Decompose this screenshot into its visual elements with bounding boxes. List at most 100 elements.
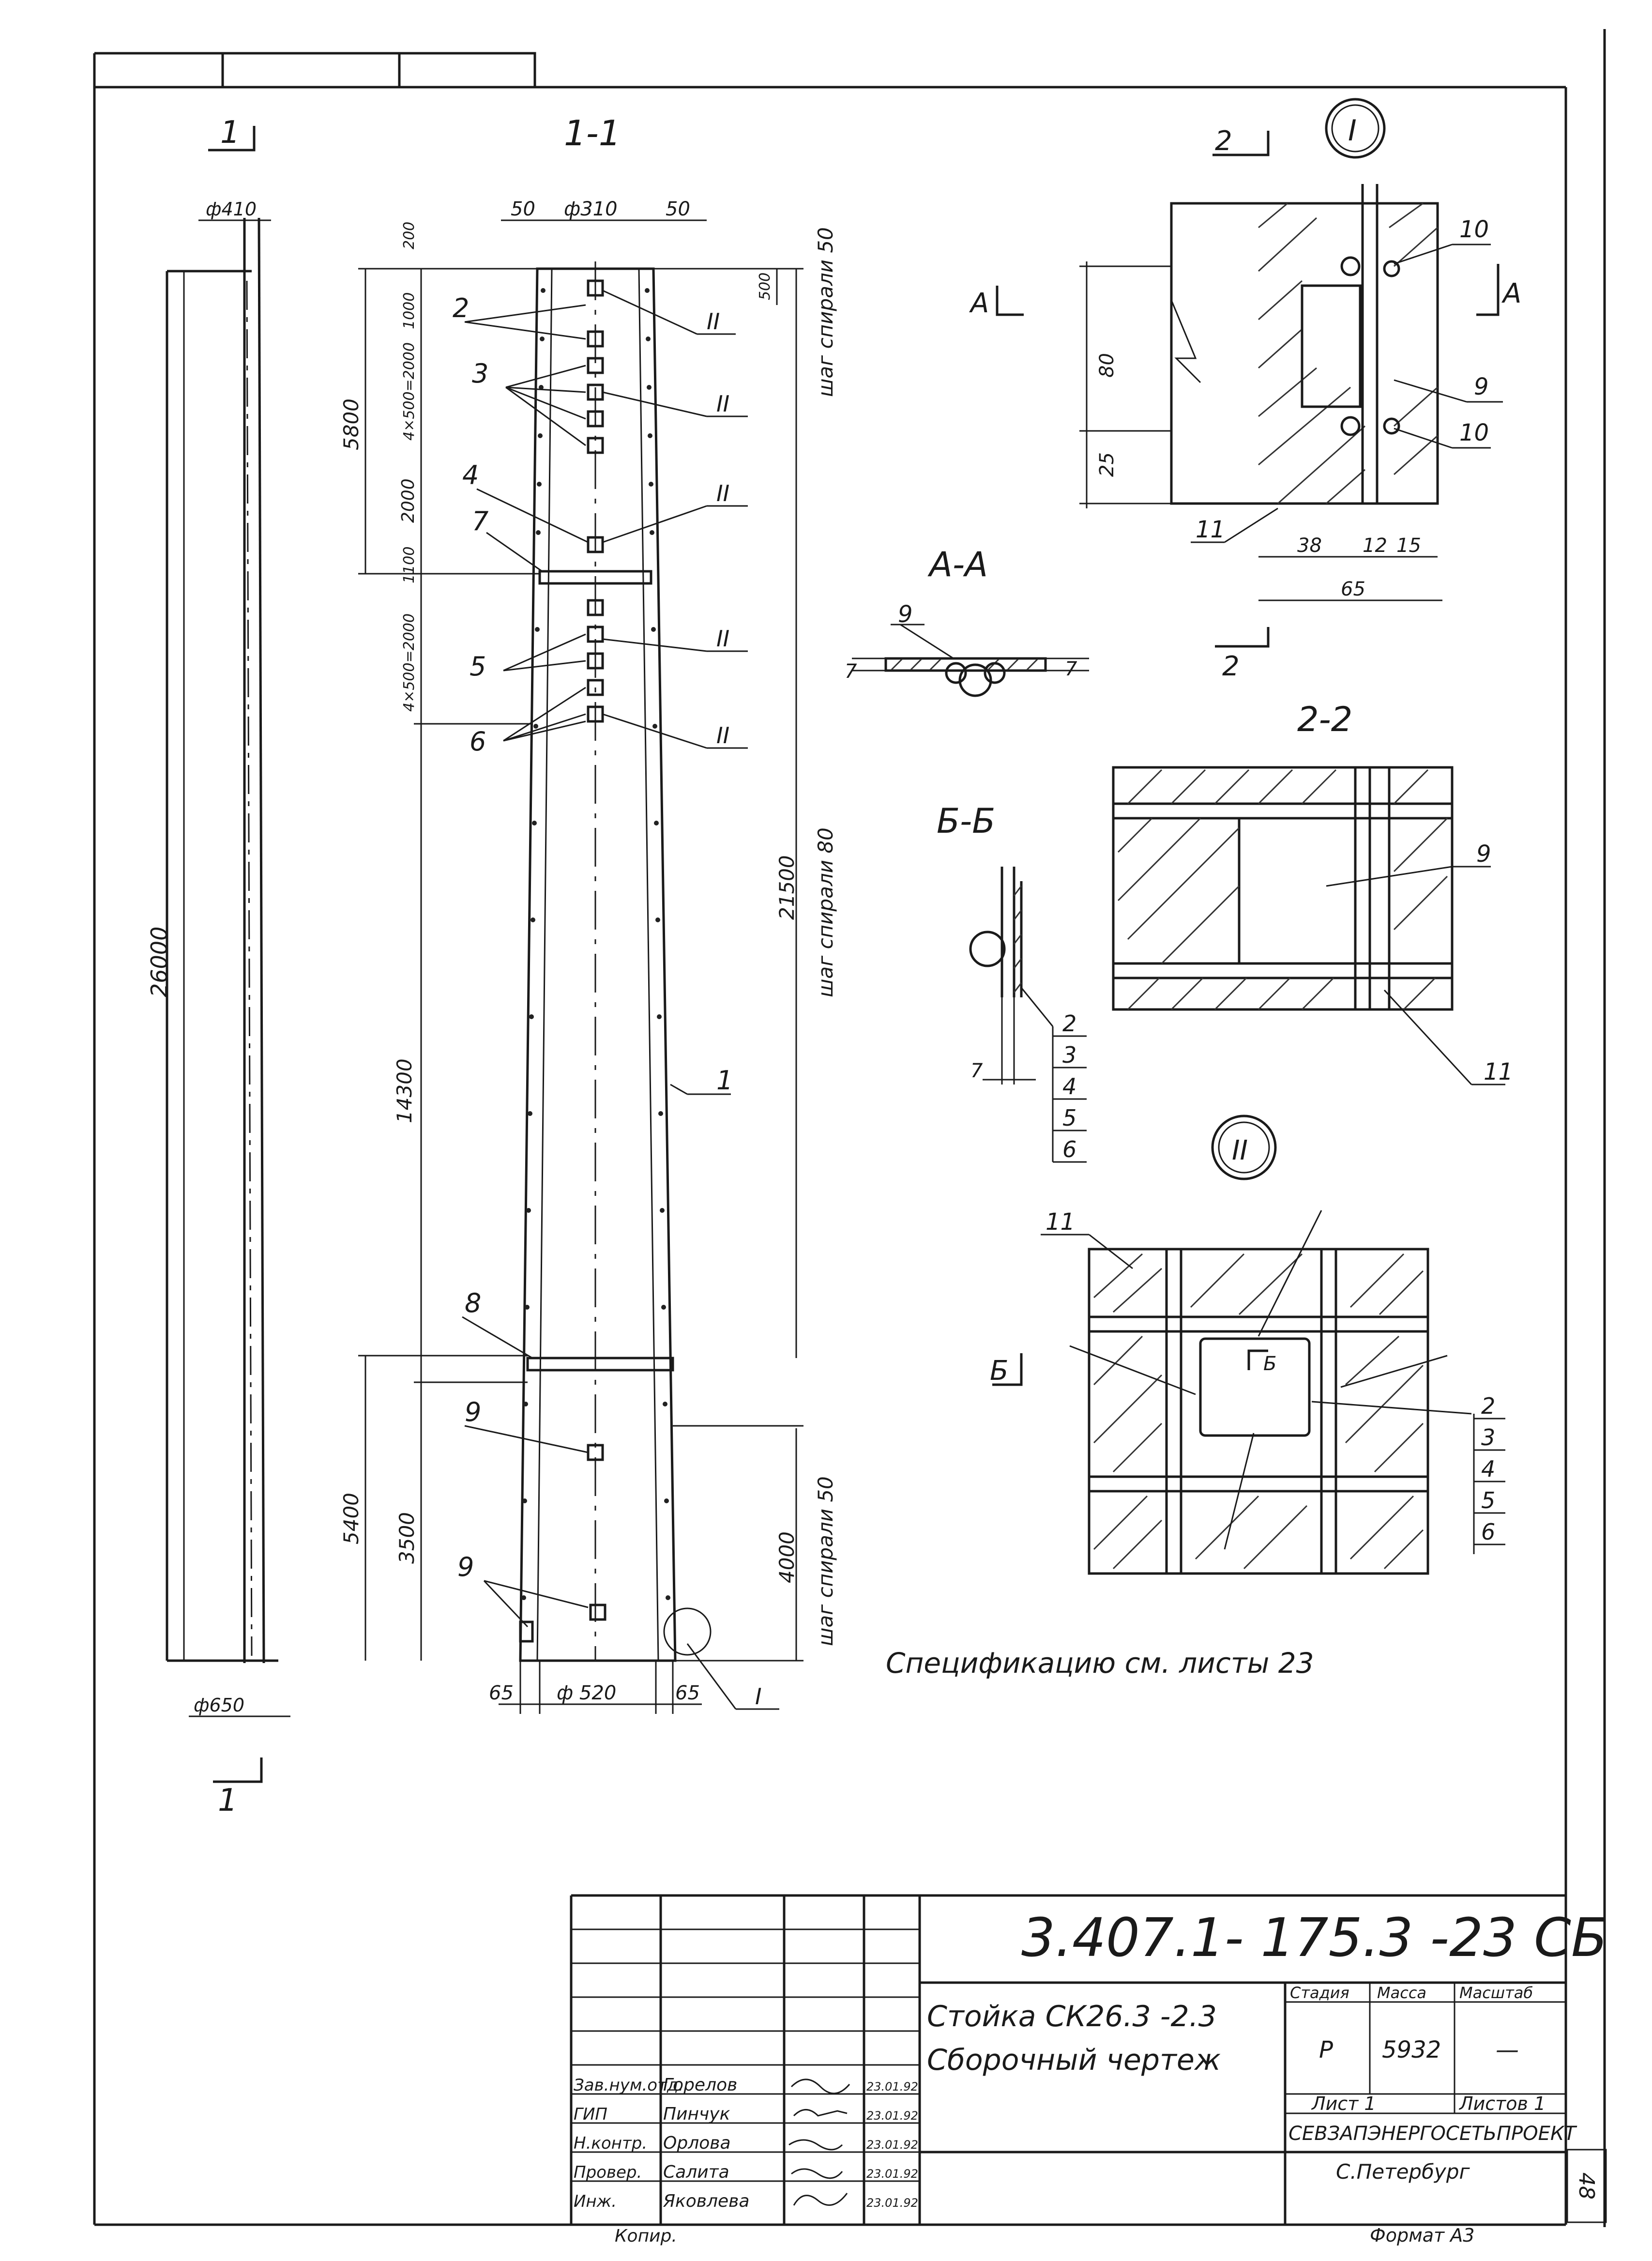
section-BB-pos-5: 5 (1062, 1105, 1076, 1131)
detail-mark-II-4: II (716, 626, 729, 652)
city: С.Петербург (1336, 2160, 1470, 2184)
detail-I-hatch (1258, 202, 1438, 504)
detail-I-section-mark-bottom: 2 (1222, 651, 1240, 682)
detail-I-cut-left: А (969, 288, 989, 319)
sig-date-2: 23.01.92 (866, 2138, 918, 2152)
dim-21500: 21500 (775, 855, 799, 920)
detail-II: II Б Б 11 2 3 4 5 6 (990, 1115, 1505, 1575)
format: Формат А3 (1370, 2225, 1474, 2246)
detail-II-pos-3: 3 (1481, 1424, 1495, 1451)
section-AA-title: А-А (927, 545, 988, 584)
side-sheet-number: 48 (1574, 2172, 1599, 2200)
section-BB-pos-6: 6 (1062, 1136, 1076, 1162)
pos-9-lower: 9 (457, 1552, 474, 1582)
dim-5400: 5400 (339, 1493, 363, 1544)
section-BB-pos-3: 3 (1062, 1042, 1076, 1068)
main-view: 1-1 50 ф310 50 (339, 113, 837, 1714)
dim-5800: 5800 (339, 398, 363, 450)
spiral-dots-left (521, 288, 546, 1600)
detail-II-pos-5: 5 (1481, 1487, 1495, 1513)
pos-8: 8 (465, 1288, 481, 1318)
detail-I-dim-25: 25 (1096, 452, 1118, 477)
mass-header: Масса (1377, 1984, 1426, 2002)
detail-mark-II-2: II (716, 391, 729, 417)
pos-4: 4 (462, 460, 479, 490)
side-length: 26000 (146, 927, 172, 997)
detail-II-pos-2: 2 (1481, 1393, 1495, 1419)
section-AA-dim-left: 7 (845, 660, 857, 683)
sig-name-3: Салита (663, 2162, 729, 2182)
detail-I-dim-65: 65 (1341, 578, 1365, 600)
dim-500: 500 (757, 273, 773, 300)
dim-200: 200 (401, 222, 418, 249)
side-view: 1 ф410 26000 ф650 1 (146, 115, 290, 1818)
bottom-dim-left: 65 (489, 1682, 514, 1704)
section-BB-title: Б-Б (937, 801, 995, 841)
sig-name-1: Пинчук (663, 2104, 730, 2124)
dim-4x500-top: 4×500=2000 (401, 342, 418, 441)
sig-role-1: ГИП (574, 2105, 607, 2124)
side-bottom-diameter: ф650 (194, 1695, 244, 1716)
detail-II-pos-4: 4 (1481, 1456, 1495, 1482)
detail-I-cut-right: А (1501, 278, 1521, 309)
section-22-pos-11: 11 (1484, 1058, 1513, 1085)
drawing-code: 3.407.1- 175.3 -23 СБ (1021, 1907, 1607, 1969)
stage-header: Стадия (1290, 1984, 1349, 2002)
dim-1100: 1100 (401, 547, 418, 583)
sig-date-0: 23.01.92 (866, 2080, 918, 2093)
pos-1: 1 (716, 1065, 733, 1096)
diaphragm-7 (538, 570, 652, 585)
sig-role-4: Инж. (574, 2192, 617, 2211)
side-section-label: 1 (220, 115, 240, 151)
section-BB-pos-2: 2 (1062, 1010, 1076, 1037)
title-block: 3.407.1- 175.3 -23 СБ Стойка СК26.3 -2.3… (570, 1894, 1607, 2246)
detail-I-pos-9: 9 (1474, 373, 1489, 400)
handwritten-signatures (788, 2078, 850, 2206)
bottom-dim-right: 65 (675, 1682, 700, 1704)
section-BB: Б-Б 7 2 3 4 5 6 (937, 801, 1087, 1163)
detail-I-pos-10-top: 10 (1459, 216, 1489, 243)
section-22: 2-2 9 11 (1112, 700, 1513, 1085)
spiral-step-middle: шаг спирали 80 (814, 827, 837, 997)
section-BB-dim-7: 7 (970, 1060, 983, 1082)
detail-II-label: II (1232, 1135, 1248, 1166)
sig-name-0: Горелов (663, 2075, 737, 2095)
sig-date-4: 23.01.92 (866, 2196, 918, 2210)
pos-9-upper: 9 (465, 1397, 481, 1427)
section-AA: А-А 9 7 7 (845, 545, 1089, 697)
detail-I-dim-80: 80 (1096, 353, 1118, 378)
stage-value: Р (1319, 2036, 1333, 2063)
detail-I-pos-11: 11 (1196, 516, 1225, 543)
detail-II-cut: Б (990, 1355, 1008, 1387)
detail-I-dim-15: 15 (1396, 535, 1421, 557)
detail-II-pos-6: 6 (1481, 1519, 1495, 1545)
specification-note: Спецификацию см. листы 23 (886, 1647, 1314, 1680)
detail-I-label: I (1348, 114, 1357, 148)
detail-I-pos-10-bottom: 10 (1459, 419, 1489, 446)
sig-date-1: 23.01.92 (866, 2109, 918, 2123)
detail-mark-II-3: II (716, 480, 729, 506)
spiral-step-bottom: шаг спирали 50 (814, 1476, 837, 1646)
section-AA-dim-right: 7 (1065, 658, 1077, 680)
pos-2: 2 (453, 293, 469, 323)
dim-2000: 2000 (398, 478, 418, 523)
dim-1000: 1000 (401, 292, 418, 329)
copied: Копир. (615, 2226, 677, 2246)
sheet-label: Лист 1 (1311, 2093, 1376, 2114)
sheet-frame: 48 (93, 29, 1607, 2227)
pos-7: 7 (472, 506, 488, 536)
section-22-pos-9: 9 (1476, 840, 1491, 868)
dim-14300: 14300 (393, 1058, 416, 1123)
detail-II-pos-11: 11 (1046, 1208, 1075, 1236)
sig-role-3: Провер. (574, 2163, 642, 2182)
dim-3500: 3500 (395, 1512, 419, 1564)
mass-value: 5932 (1382, 2036, 1441, 2063)
section-BB-pos-4: 4 (1062, 1073, 1076, 1100)
side-top-diameter: ф410 (206, 199, 257, 220)
spiral-step-top: шаг спирали 50 (814, 227, 837, 397)
detail-mark-II-1: II (707, 308, 720, 335)
pos-6: 6 (470, 726, 486, 757)
dim-4000: 4000 (775, 1531, 799, 1583)
dim-4x500-bottom: 4×500=2000 (401, 613, 418, 712)
